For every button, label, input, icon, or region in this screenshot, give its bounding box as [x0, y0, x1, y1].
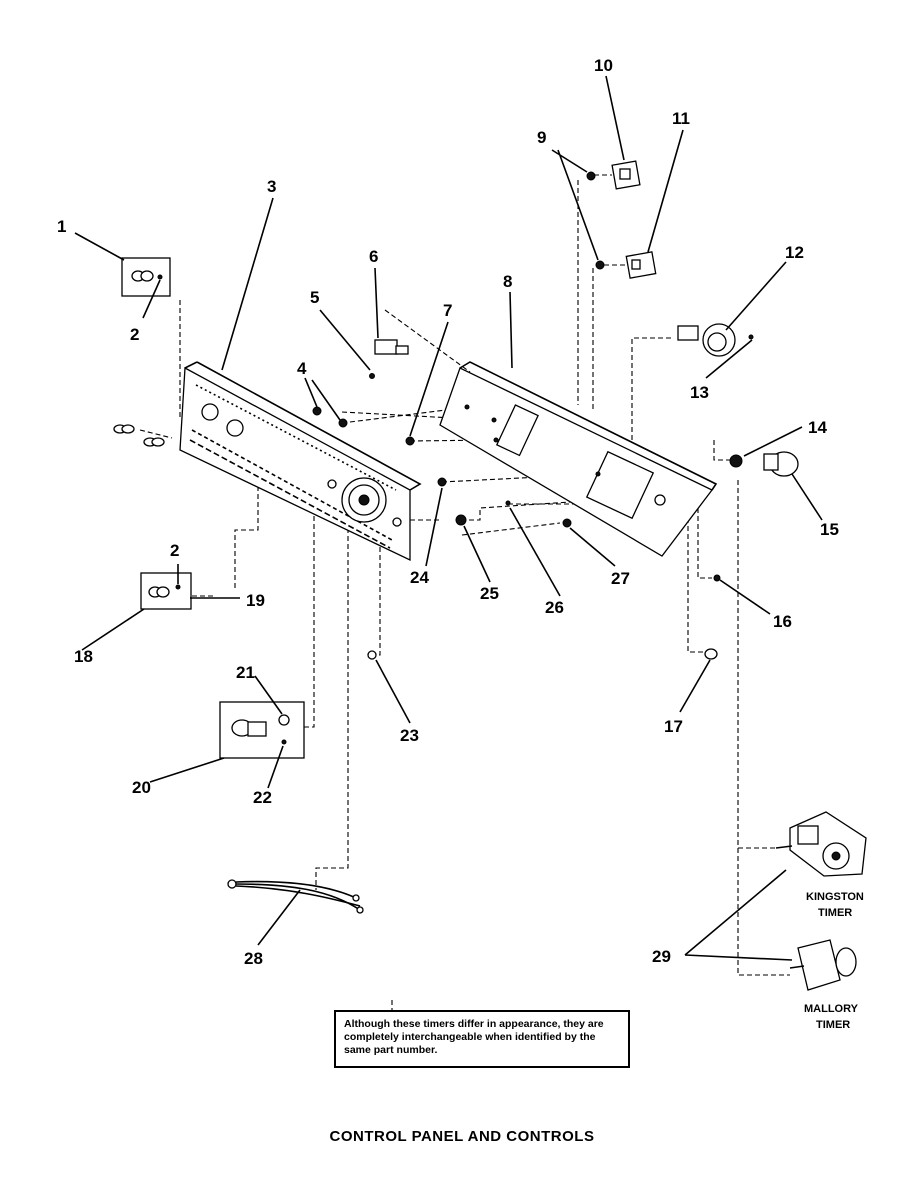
callout-2-lower: 2 [170, 541, 179, 560]
part-24-plug [437, 477, 447, 487]
callout-numbers: 1 2 2 3 4 5 6 7 8 9 10 11 12 13 14 15 16… [57, 56, 839, 968]
kingston-timer [775, 811, 867, 877]
part-28-wire-harness [227, 879, 364, 914]
callout-27: 27 [611, 569, 630, 588]
callout-23: 23 [400, 726, 419, 745]
part-1-bracket [121, 257, 171, 297]
callout-26: 26 [545, 598, 564, 617]
part-26-screw [505, 500, 511, 506]
timer-labels: KINGSTON TIMER MALLORY TIMER [804, 891, 864, 1031]
part-23-clip [367, 650, 377, 660]
part-4-screws [312, 406, 348, 428]
callout-5: 5 [310, 288, 319, 307]
callout-8: 8 [503, 272, 512, 291]
callout-16: 16 [773, 612, 792, 631]
callout-1: 1 [57, 217, 66, 236]
callout-29: 29 [652, 947, 671, 966]
callout-15: 15 [820, 520, 839, 539]
kingston-label-line2: TIMER [818, 907, 852, 919]
part-14-15-knob [729, 451, 799, 477]
part-18-bracket [140, 572, 192, 610]
part-27-plug [562, 518, 572, 528]
part-17-clip [704, 648, 718, 660]
callout-9: 9 [537, 128, 546, 147]
part-8-back-panel [439, 361, 718, 557]
part-10-switch [611, 160, 641, 190]
mallory-label-line1: MALLORY [804, 1003, 859, 1015]
part-16-screw [713, 574, 721, 582]
callout-11: 11 [672, 109, 690, 128]
callout-18: 18 [74, 647, 93, 666]
part-9-fasteners [586, 171, 605, 270]
leader-lines [74, 75, 823, 961]
callout-6: 6 [369, 247, 378, 266]
callout-12: 12 [785, 243, 804, 262]
callout-7: 7 [443, 301, 452, 320]
part-20-bracket [219, 701, 305, 759]
kingston-label-line1: KINGSTON [806, 891, 864, 903]
timer-note-box: Although these timers differ in appearan… [334, 1010, 630, 1068]
callout-4: 4 [297, 359, 307, 378]
callout-25: 25 [480, 584, 499, 603]
callout-28: 28 [244, 949, 263, 968]
callout-24: 24 [410, 568, 429, 587]
callout-10: 10 [594, 56, 613, 75]
callout-21: 21 [236, 663, 255, 682]
callout-13: 13 [690, 383, 709, 402]
part-6-switch [369, 339, 409, 379]
loose-knobs [113, 424, 165, 447]
callout-3: 3 [267, 177, 276, 196]
part-7-plug [405, 436, 415, 446]
callout-17: 17 [664, 717, 683, 736]
callout-2: 2 [130, 325, 139, 344]
callout-14: 14 [808, 418, 827, 437]
mallory-timer [789, 939, 857, 991]
callout-19: 19 [246, 591, 265, 610]
callout-20: 20 [132, 778, 151, 797]
part-11-switch [625, 251, 657, 279]
mallory-label-line2: TIMER [816, 1019, 850, 1031]
part-12-selector [677, 323, 754, 357]
part-25-plug [455, 514, 467, 526]
part-3-control-panel [179, 361, 422, 562]
callout-22: 22 [253, 788, 272, 807]
page-title: CONTROL PANEL AND CONTROLS [329, 1128, 595, 1145]
